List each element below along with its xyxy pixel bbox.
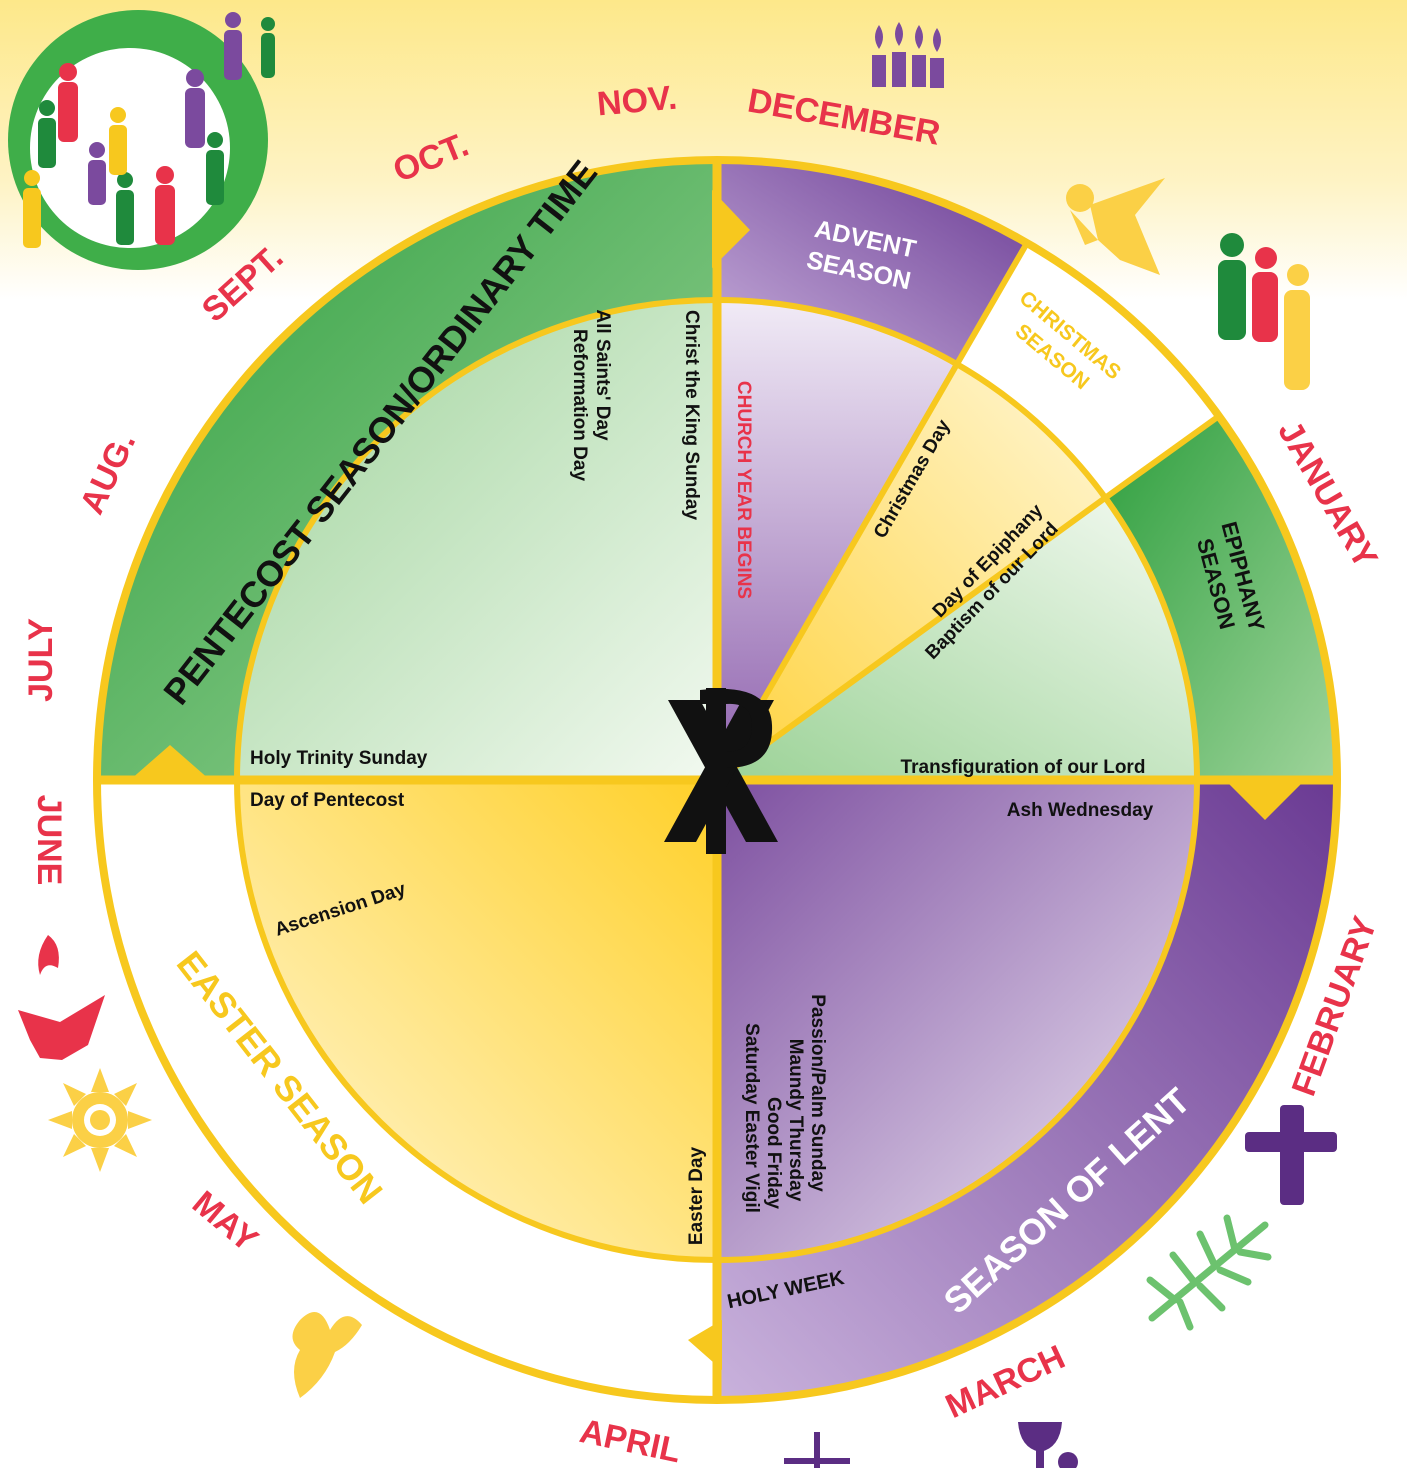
angel-icon xyxy=(1066,178,1165,275)
day-of-pentecost-label: Day of Pentecost xyxy=(250,790,405,811)
epiphany-season-band xyxy=(1105,416,1338,780)
crucifix-icon xyxy=(784,1432,850,1468)
month-october: OCT. xyxy=(388,126,474,190)
epiphany-inner xyxy=(717,498,1197,780)
outer-ring xyxy=(97,159,1338,1400)
maundy-thursday-label: Maundy Thursday xyxy=(785,1039,806,1202)
easter-inner xyxy=(237,780,717,1260)
pentecost-season-band xyxy=(97,160,717,780)
easter-day-label: Easter Day xyxy=(686,1146,707,1245)
inner-disc xyxy=(237,299,1197,1260)
all-saints-label: All Saints' Day xyxy=(592,309,613,441)
month-december: DECEMBER xyxy=(745,82,943,153)
season-start-markers xyxy=(130,190,1305,1370)
easter-vigil-label: Saturday Easter Vigil xyxy=(741,1023,762,1213)
pentecost-inner xyxy=(237,300,717,780)
month-september: SEPT. xyxy=(195,238,291,329)
cross-icon xyxy=(1245,1105,1337,1205)
chalice-icon xyxy=(1018,1422,1078,1468)
good-friday-label: Good Friday xyxy=(763,1097,784,1209)
lent-inner xyxy=(717,780,1197,1260)
holy-trinity-label: Holy Trinity Sunday xyxy=(250,748,428,769)
sun-icon xyxy=(48,1068,152,1172)
month-april: APRIL xyxy=(576,1412,684,1468)
advent-candles-icon xyxy=(872,22,944,88)
christ-the-king-label: Christ the King Sunday xyxy=(681,310,702,521)
easter-season-band xyxy=(97,780,717,1400)
church-year-begins-label: CHURCH YEAR BEGINS xyxy=(733,381,754,599)
holy-family-icon xyxy=(1218,233,1310,390)
dove-icon xyxy=(18,935,105,1060)
globe-people-icon xyxy=(8,10,275,270)
lily-icon xyxy=(292,1312,362,1398)
month-august: AUG. xyxy=(73,427,143,520)
reformation-label: Reformation Day xyxy=(569,329,590,481)
transfiguration-label: Transfiguration of our Lord xyxy=(901,757,1146,778)
advent-inner xyxy=(717,299,957,780)
palm-branch-icon xyxy=(1146,1214,1272,1331)
christmas-inner xyxy=(717,364,1105,780)
ash-wednesday-label: Ash Wednesday xyxy=(1007,800,1154,821)
month-july: JULY xyxy=(22,618,60,702)
passion-palm-label: Passion/Palm Sunday xyxy=(807,994,828,1192)
month-november: NOV. xyxy=(596,79,679,124)
christmas-season-band xyxy=(957,243,1219,498)
chi-rho-icon xyxy=(664,688,778,854)
advent-season-band xyxy=(717,159,1027,364)
lent-season-band xyxy=(717,780,1337,1400)
month-june: JUNE xyxy=(30,795,68,886)
